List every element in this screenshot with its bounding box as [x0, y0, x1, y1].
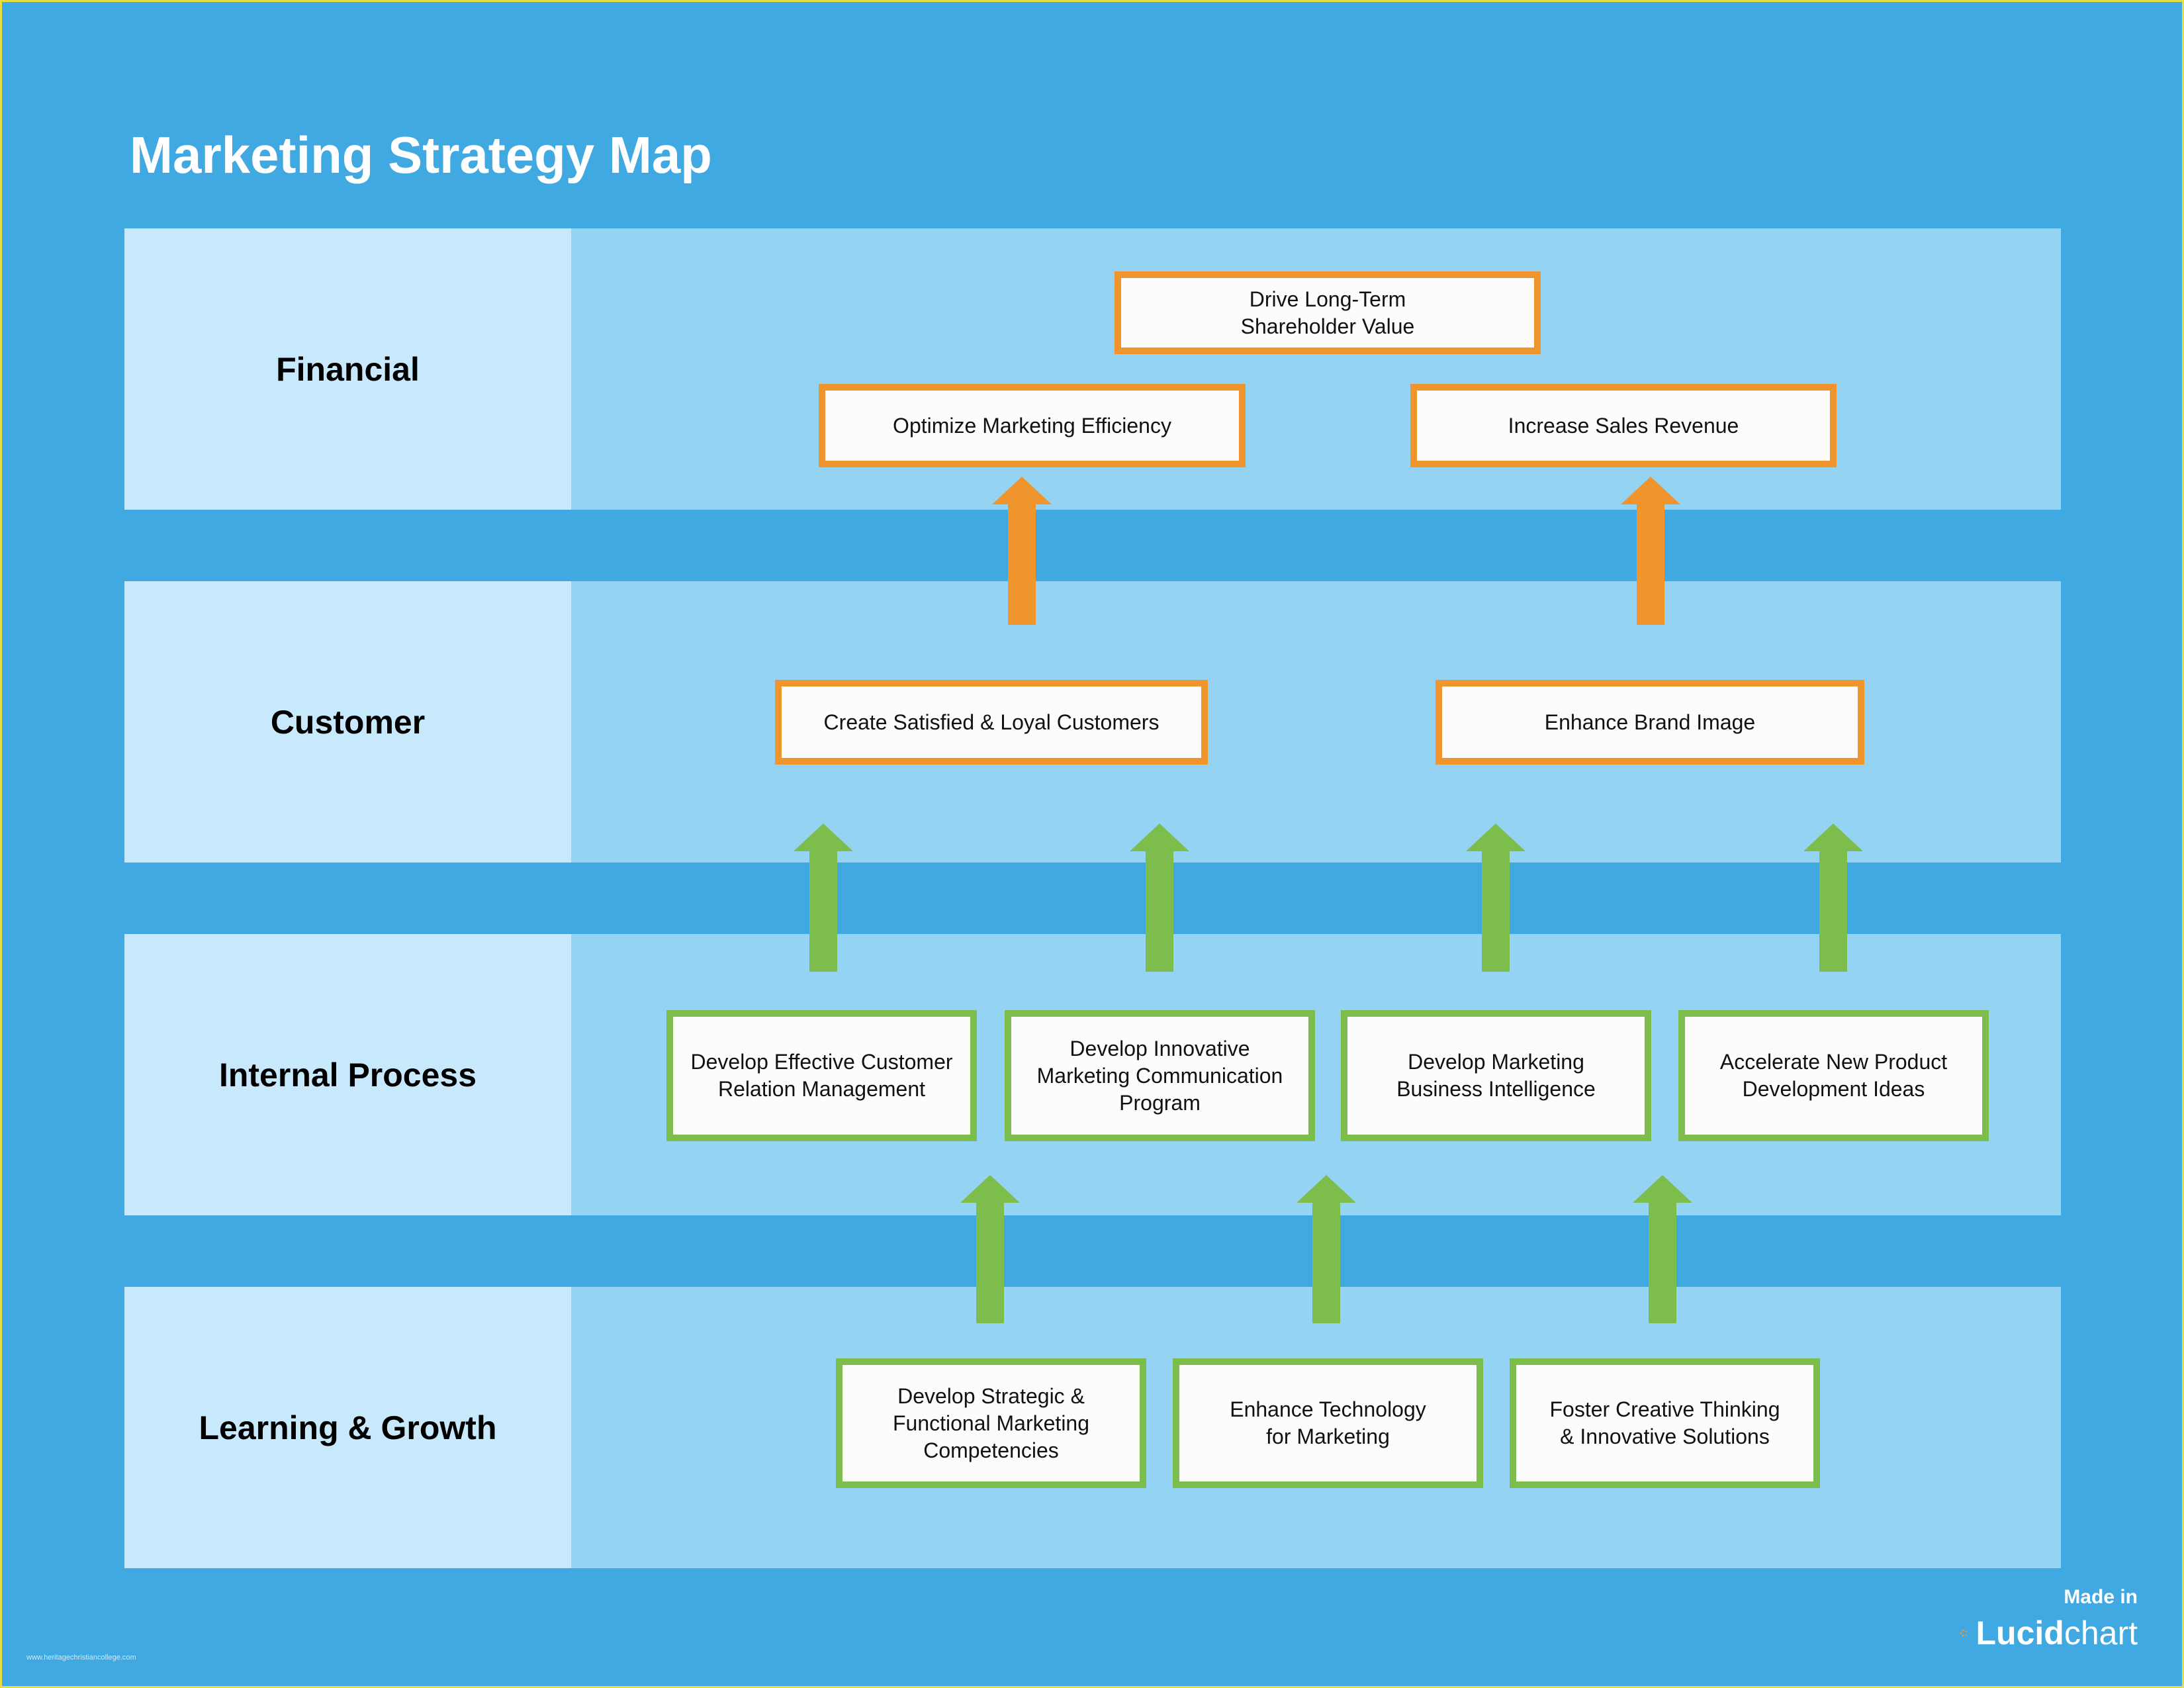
arrow-up-orange-right — [1621, 477, 1680, 625]
arrow-up-orange-left — [992, 477, 1052, 625]
perspective-label-learning-growth: Learning & Growth — [124, 1287, 571, 1568]
objective-strategic-marketing-competencies[interactable]: Develop Strategic & Functional Marketing… — [836, 1358, 1146, 1488]
objective-foster-creative-thinking[interactable]: Foster Creative Thinking & Innovative So… — [1510, 1358, 1820, 1488]
watermark-text: www.heritagechristiancollege.com — [26, 1654, 136, 1662]
perspective-label-internal-process: Internal Process — [124, 934, 571, 1215]
objective-enhance-technology[interactable]: Enhance Technology for Marketing — [1173, 1358, 1483, 1488]
objective-increase-sales-revenue[interactable]: Increase Sales Revenue — [1410, 384, 1837, 467]
arrow-up-green-learning-1 — [960, 1175, 1020, 1323]
wordmark-bold: Lucid — [1976, 1615, 2064, 1652]
objective-new-product-development[interactable]: Accelerate New Product Development Ideas — [1678, 1010, 1989, 1141]
bottom-edge — [0, 1686, 2184, 1688]
objective-satisfied-loyal-customers[interactable]: Create Satisfied & Loyal Customers — [775, 680, 1208, 765]
lucidchart-logo-icon — [1960, 1629, 1968, 1637]
wordmark-light: chart — [2064, 1615, 2138, 1652]
objective-customer-relation-management[interactable]: Develop Effective Customer Relation Mana… — [666, 1010, 977, 1141]
arrow-up-green-process-4 — [1803, 823, 1863, 972]
objective-drive-shareholder-value[interactable]: Drive Long-Term Shareholder Value — [1115, 271, 1541, 354]
arrow-up-green-process-1 — [794, 823, 853, 972]
objective-enhance-brand-image[interactable]: Enhance Brand Image — [1435, 680, 1864, 765]
perspective-label-customer: Customer — [124, 581, 571, 863]
lucidchart-wordmark: Lucidchart — [1976, 1614, 2138, 1652]
band-financial: Financial — [124, 228, 2061, 510]
arrow-up-green-learning-2 — [1297, 1175, 1356, 1323]
arrow-up-green-process-3 — [1466, 823, 1525, 972]
lucidchart-logo[interactable]: Lucidchart — [1959, 1610, 2138, 1656]
objective-optimize-marketing-efficiency[interactable]: Optimize Marketing Efficiency — [819, 384, 1246, 467]
perspective-label-financial: Financial — [124, 228, 571, 510]
arrow-up-green-process-2 — [1130, 823, 1189, 972]
top-edge — [0, 0, 2184, 2]
left-edge — [0, 0, 2, 1688]
made-in-label: Made in — [2064, 1586, 2138, 1608]
objective-marketing-communication-program[interactable]: Develop Innovative Marketing Communicati… — [1005, 1010, 1315, 1141]
right-edge — [2182, 0, 2184, 1688]
objective-marketing-business-intelligence[interactable]: Develop Marketing Business Intelligence — [1341, 1010, 1651, 1141]
band-content-financial — [571, 228, 2061, 510]
arrow-up-green-learning-3 — [1633, 1175, 1692, 1323]
page-title: Marketing Strategy Map — [130, 126, 712, 184]
